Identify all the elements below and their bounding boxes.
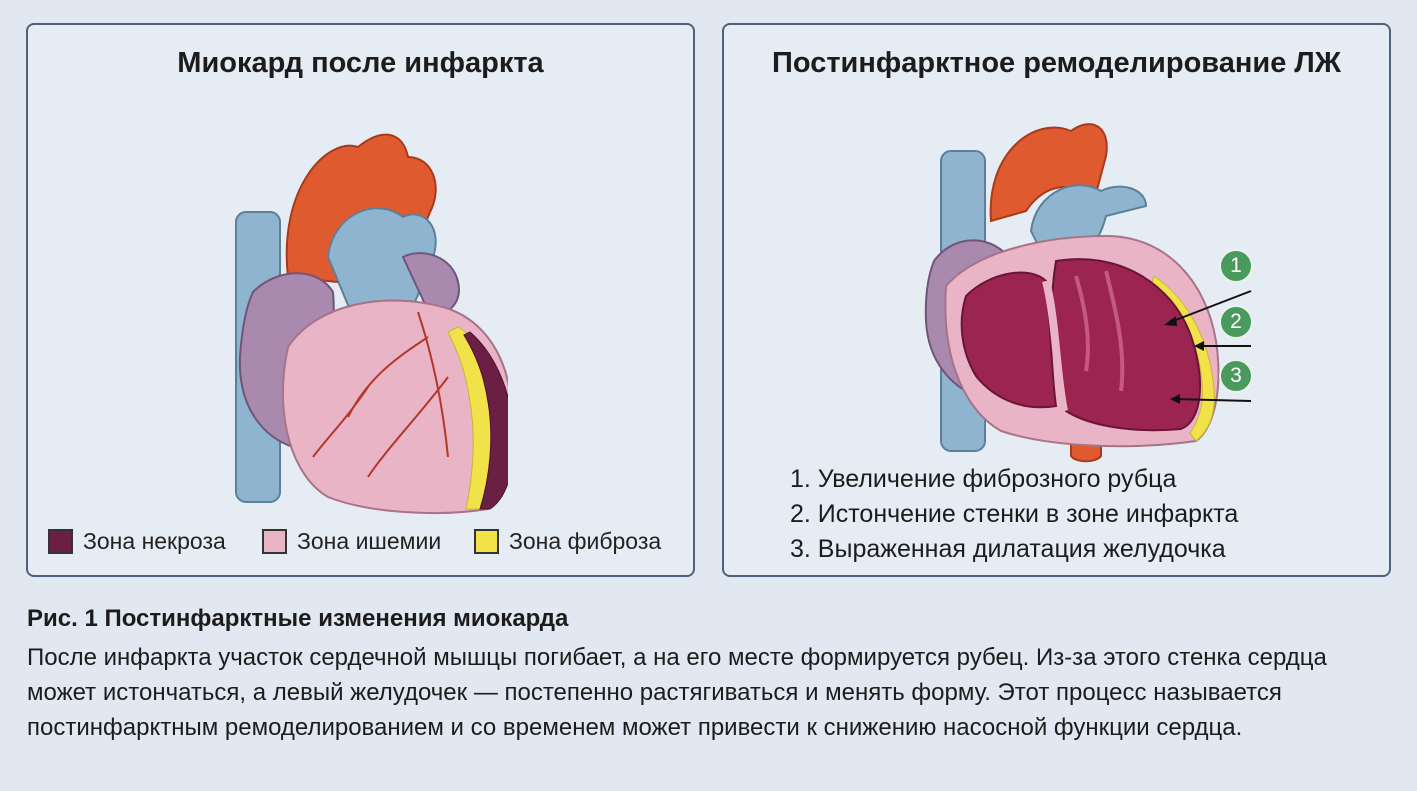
necrosis-swatch [48, 529, 73, 554]
arrow-1-head [1164, 316, 1177, 326]
step-item: 2. Истончение стенки в зоне инфаркта [790, 500, 1239, 528]
remodeling-panel: Постинфарктное ремоделирование ЛЖ 1 2 3 [722, 23, 1391, 577]
legend-label: Зона фиброза [509, 528, 662, 554]
marker-1: 1 [1219, 249, 1253, 283]
panel-title: Миокард после инфаркта [177, 47, 544, 79]
coronary-artery [312, 311, 449, 478]
legend-label: Зона некроза [83, 528, 226, 554]
right-ventricle-chamber [960, 271, 1058, 409]
arrow-3 [1173, 398, 1252, 402]
fibrosis-swatch [474, 529, 499, 554]
step-item: 3. Выраженная дилатация желудочка [790, 535, 1226, 563]
papillary-muscle [1074, 270, 1125, 392]
septum [1042, 280, 1068, 412]
marker-2: 2 [1219, 305, 1253, 339]
legend-item-necrosis: Зона некроза [48, 528, 226, 555]
arrow-3-head [1170, 394, 1180, 404]
myocardium-panel: Миокард после инфаркта Зона некроза Зона… [26, 23, 695, 577]
remodeling-heart-illustration [924, 123, 1252, 463]
legend-item-ischemia: Зона ишемии [262, 528, 441, 555]
aorta [989, 123, 1108, 223]
figure-caption-title: Рис. 1 Постинфарктные изменения миокарда [27, 605, 569, 632]
ischemia-swatch [262, 529, 287, 554]
infarct-heart-illustration [235, 133, 508, 514]
arrow-2-head [1194, 341, 1204, 351]
necrosis-zone [463, 331, 508, 510]
legend-label: Зона ишемии [297, 528, 442, 554]
step-item: 1. Увеличение фиброзного рубца [790, 465, 1177, 493]
marker-3: 3 [1219, 359, 1253, 393]
figure-caption-text: После инфаркта участок сердечной мышцы п… [27, 644, 1327, 741]
steps-list: 1. Увеличение фиброзного рубца 2. Истонч… [790, 462, 1238, 567]
panel-title: Постинфарктное ремоделирование ЛЖ [772, 47, 1341, 79]
legend: Зона некроза Зона ишемии Зона фиброза [48, 528, 688, 568]
legend-item-fibrosis: Зона фиброза [474, 528, 661, 555]
arrow-1 [1167, 290, 1252, 324]
